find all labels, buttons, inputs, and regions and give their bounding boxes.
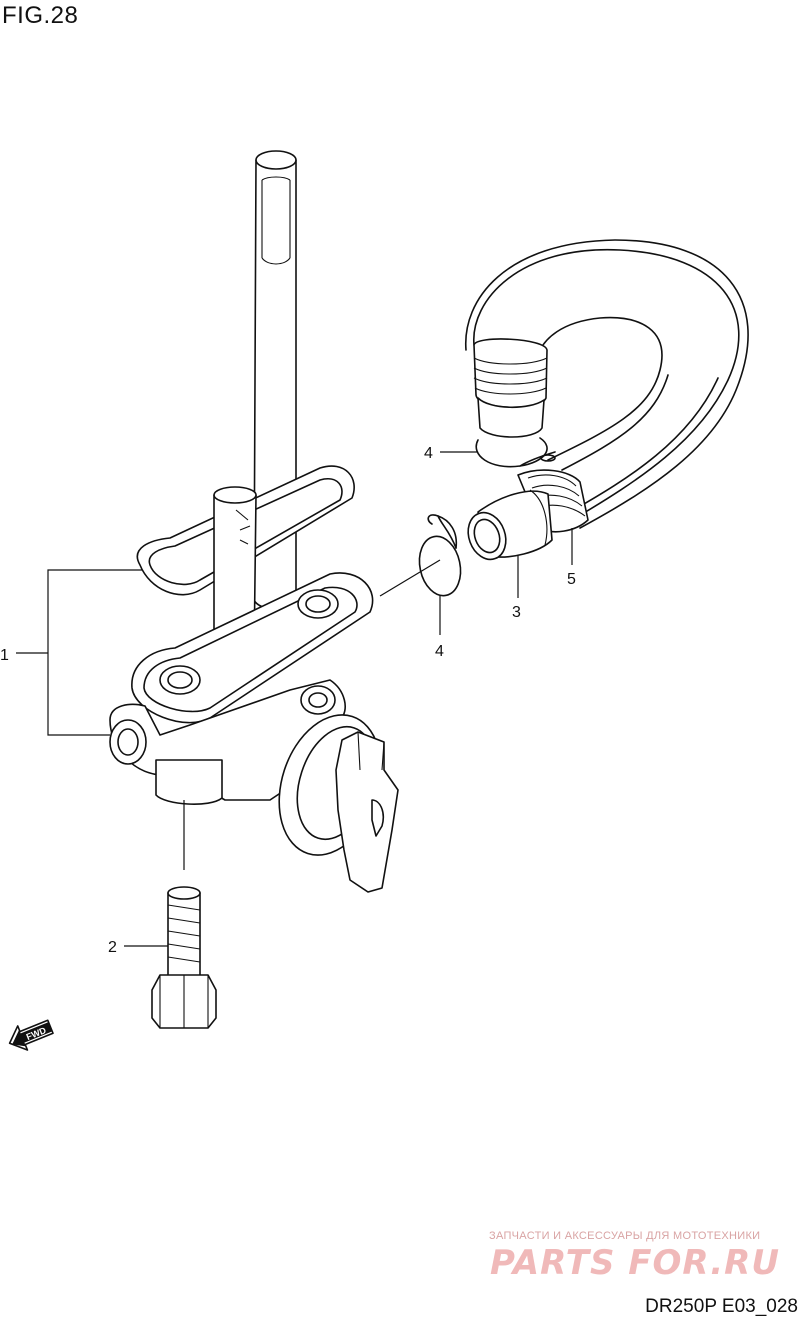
callout-1: 1 — [0, 647, 9, 664]
watermark-brand: PARTS FOR.RU — [490, 1243, 780, 1283]
hose-connector-part-3 — [467, 489, 553, 561]
callout-4-bottom: 4 — [435, 643, 444, 660]
filter-washer-part-4 — [418, 514, 462, 597]
callout-3: 3 — [512, 604, 521, 621]
callout-5: 5 — [567, 571, 576, 588]
mounting-screw-part-2 — [151, 886, 217, 1029]
callout-2: 2 — [108, 939, 117, 956]
hose-clamp-part-4 — [475, 437, 556, 468]
figure-title: FIG.28 — [2, 2, 79, 29]
leader-lines — [16, 451, 573, 947]
forward-arrow-icon: FWD — [8, 1019, 54, 1051]
figure-code: DR250P E03_028 — [645, 1296, 798, 1317]
callout-4-top: 4 — [424, 445, 433, 462]
watermark-tagline: ЗАПЧАСТИ И АКСЕССУАРЫ ДЛЯ МОТОТЕХНИКИ — [489, 1230, 761, 1242]
fuel-hose-part-5 — [465, 239, 749, 533]
fuel-cock-assembly-part-1 — [109, 150, 399, 893]
